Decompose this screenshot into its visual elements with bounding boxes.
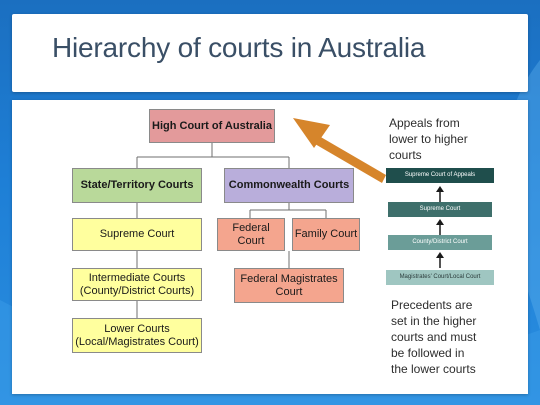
ladder-step-supreme-court: Supreme Court [388,202,492,217]
lower-courts-box: Lower Courts (Local/Magistrates Court) [72,318,202,353]
commonwealth-courts-box: Commonwealth Courts [224,168,354,203]
ladder-step-magistrates-local-court: Magistrates' Court/Local Court [386,270,494,285]
ladder-step-county-district-court: County/District Court [388,235,492,250]
precedents-caption: Precedents are set in the higher courts … [391,298,477,376]
appeals-arrow [293,118,386,183]
up-arrow-icon [436,219,444,235]
family-court-box: Family Court [292,218,360,251]
content-panel: High Court of Australia State/Territory … [12,100,528,394]
intermediate-courts-box: Intermediate Courts (County/District Cou… [72,268,202,301]
up-arrow-icon [436,252,444,268]
ladder-step-supreme-court-of-appeals: Supreme Court of Appeals [386,168,494,183]
high-court-box: High Court of Australia [149,109,275,143]
connector-lines [136,118,386,318]
federal-magistrates-court-box: Federal Magistrates Court [234,268,344,303]
up-arrow-icon [436,186,444,202]
state-territory-courts-box: State/Territory Courts [72,168,202,203]
title-bar: Hierarchy of courts in Australia [12,14,528,92]
appeals-caption: Appeals from lower to higher courts [389,116,468,162]
supreme-court-box: Supreme Court [72,218,202,251]
federal-court-box: Federal Court [217,218,285,251]
slide-title: Hierarchy of courts in Australia [52,32,426,63]
